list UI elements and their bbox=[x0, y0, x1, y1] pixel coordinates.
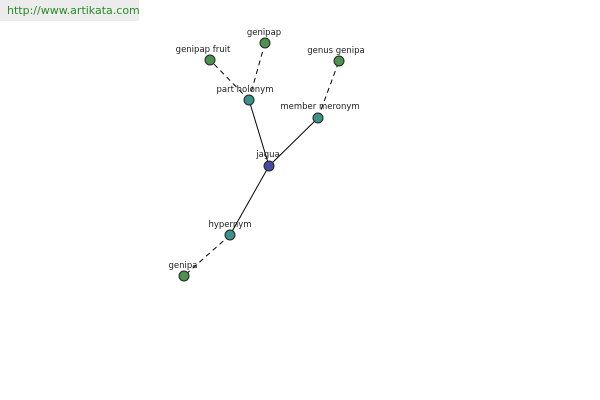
node-genipap-fruit[interactable] bbox=[204, 54, 216, 66]
watermark-link[interactable]: http://www.artikata.com bbox=[0, 0, 140, 21]
node-genipa[interactable] bbox=[178, 270, 190, 282]
label-member-meronym[interactable]: member meronym bbox=[280, 102, 359, 112]
graph-nodes bbox=[178, 37, 345, 282]
edge-member_meronym-to-genus_genipa bbox=[317, 60, 340, 119]
label-jagua[interactable]: jagua bbox=[255, 150, 280, 160]
label-genus-genipa[interactable]: genus genipa bbox=[307, 46, 365, 56]
label-genipap[interactable]: genipap bbox=[247, 28, 281, 38]
label-genipa[interactable]: genipa bbox=[169, 261, 198, 271]
edge-part_holonym-to-genipap_fruit bbox=[209, 59, 250, 101]
node-part-holonym[interactable] bbox=[243, 94, 255, 106]
label-part-holonym[interactable]: part holonym bbox=[217, 85, 274, 95]
node-hypernym[interactable] bbox=[224, 229, 236, 241]
node-member-meronym[interactable] bbox=[312, 112, 324, 124]
label-hypernym[interactable]: hypernym bbox=[208, 220, 251, 230]
graph-labels: jagua part holonym member meronym hypernym g… bbox=[169, 28, 365, 271]
node-genus-genipa[interactable] bbox=[333, 55, 345, 67]
node-genipap[interactable] bbox=[259, 37, 271, 49]
edge-part_holonym-to-genipap bbox=[248, 42, 266, 101]
node-jagua[interactable] bbox=[263, 160, 275, 172]
edge-jagua-to-member_meronym bbox=[268, 117, 319, 167]
graph-edges bbox=[183, 42, 340, 277]
label-genipap-fruit[interactable]: genipap fruit bbox=[176, 45, 231, 55]
edge-hypernym-to-genipa bbox=[183, 234, 231, 277]
edge-jagua-to-part_holonym bbox=[248, 99, 270, 167]
edge-jagua-to-hypernym bbox=[229, 165, 270, 236]
